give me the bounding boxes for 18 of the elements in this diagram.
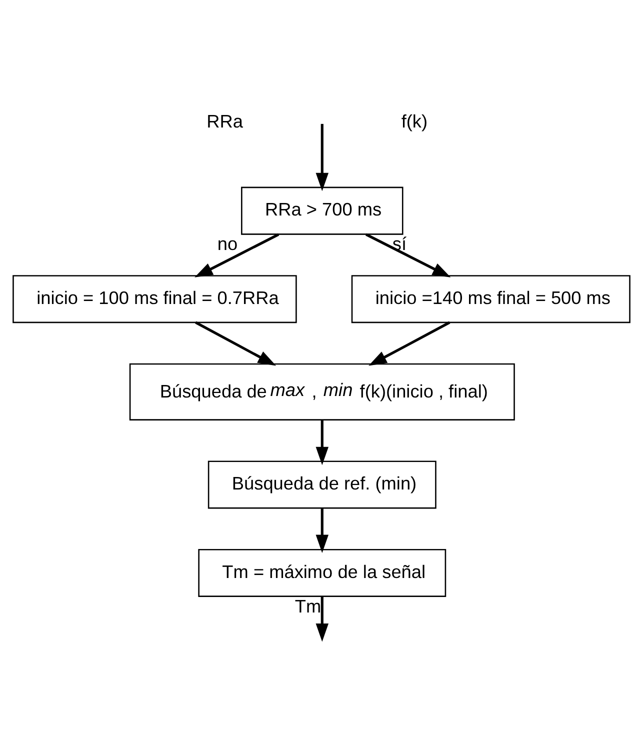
- arrow: [365, 232, 451, 277]
- node-box: Búsqueda de max , min f(k)(inicio , final): [129, 362, 515, 420]
- arrow: [195, 320, 276, 366]
- label: f(k): [401, 110, 428, 131]
- arrow: [316, 123, 329, 191]
- arrow: [368, 320, 450, 366]
- node-box: Búsqueda de ref. (min): [208, 460, 436, 508]
- arrow: [316, 508, 329, 552]
- edge-label: no: [217, 234, 238, 254]
- arrow: [194, 232, 280, 277]
- node-box: Tm = máximo de la señal: [198, 548, 446, 596]
- edge-label: Tm: [294, 596, 322, 616]
- node-box: inicio =140 ms final = 500 ms: [351, 274, 630, 323]
- node-box: inicio = 100 ms final = 0.7RRa: [12, 274, 297, 323]
- arrow: [316, 596, 329, 642]
- node-box: RRa > 700 ms: [241, 186, 404, 234]
- label: RRa: [206, 110, 243, 131]
- arrow: [316, 420, 329, 465]
